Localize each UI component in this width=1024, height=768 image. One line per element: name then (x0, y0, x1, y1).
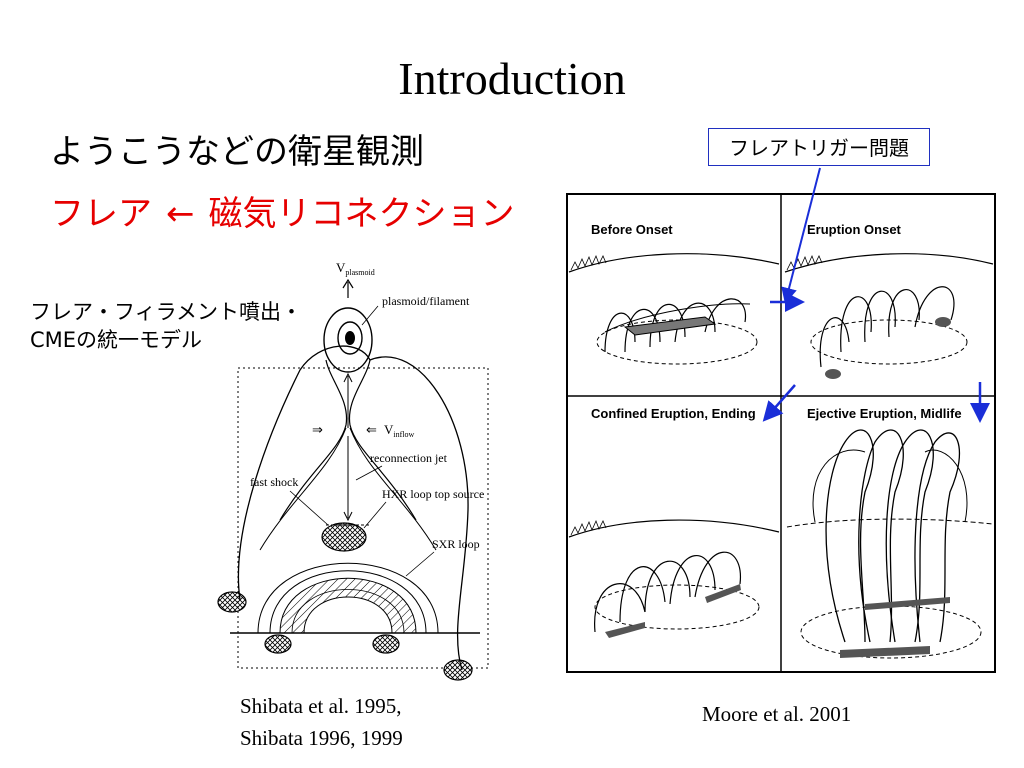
citation-shibata: Shibata et al. 1995, Shibata 1996, 1999 (240, 690, 403, 754)
flare-reconnection-line: フレア ← 磁気リコネクション (50, 186, 515, 235)
reconnection-jet-label: reconnection jet (370, 451, 448, 465)
unified-model-line2: CMEの統一モデル (30, 328, 203, 352)
plasmoid-core (345, 331, 355, 345)
unified-model-line1: フレア・フィラメント噴出・ (30, 300, 302, 324)
footpoint-right (372, 634, 400, 654)
inflow-arrow-right: ⇐ (366, 422, 377, 437)
flare-text: フレア (50, 194, 152, 234)
panel-title-confined-eruption: Confined Eruption, Ending (591, 406, 756, 421)
panel-before-onset (568, 253, 780, 365)
left-arrow: ← (166, 194, 195, 234)
sxr-loop-label: SXR loop (432, 537, 480, 551)
plasmoid-outer (323, 307, 373, 373)
unified-model-label: フレア・フィラメント噴出・ CMEの統一モデル (30, 298, 302, 354)
filament-footpoint-left (217, 591, 247, 613)
cme-front-left (237, 345, 371, 601)
footpoint-left (264, 634, 292, 654)
sxr-loop (279, 577, 417, 634)
cme-front-right (369, 356, 469, 671)
plasmoid-up-arrow (342, 278, 354, 289)
panel-title-ejective-eruption: Ejective Eruption, Midlife (807, 406, 962, 421)
slide-title: Introduction (398, 53, 626, 104)
inflow-arrow-left: ⇒ (312, 422, 323, 437)
slide-subtitle: ようこうなどの衛星観測 (50, 132, 424, 172)
plasmoid-inner (337, 321, 363, 355)
shibata-unified-model-diagram: Vplasmoid plasmoid/filament ⇒ ⇐ Vinflow … (217, 260, 489, 681)
panel-title-eruption-onset: Eruption Onset (807, 222, 902, 237)
filament-footpoint-right (443, 659, 473, 681)
citation-moore: Moore et al. 2001 (702, 702, 852, 726)
panel-title-before-onset: Before Onset (591, 222, 673, 237)
fast-shock-label: fast shock (250, 475, 298, 489)
panel-confined-eruption (568, 519, 780, 638)
citation-shibata-line2: Shibata 1996, 1999 (240, 726, 403, 750)
reconnection-text: 磁気リコネクション (208, 194, 515, 234)
panel-ejective-eruption (786, 429, 994, 659)
citation-shibata-line1: Shibata et al. 1995, (240, 694, 402, 718)
flare-trigger-box: フレアトリガー問題 (708, 128, 930, 166)
moore-eruption-figure: Before Onset Eruption Onset Confined Eru… (566, 193, 996, 673)
hxr-loop-top-label: HXR loop top source (382, 487, 484, 501)
plasmoid-filament-label: plasmoid/filament (382, 294, 470, 308)
v-plasmoid-label: Vplasmoid (336, 260, 375, 277)
hxr-loop-top-source (321, 522, 367, 552)
v-inflow-label: Vinflow (384, 422, 415, 439)
